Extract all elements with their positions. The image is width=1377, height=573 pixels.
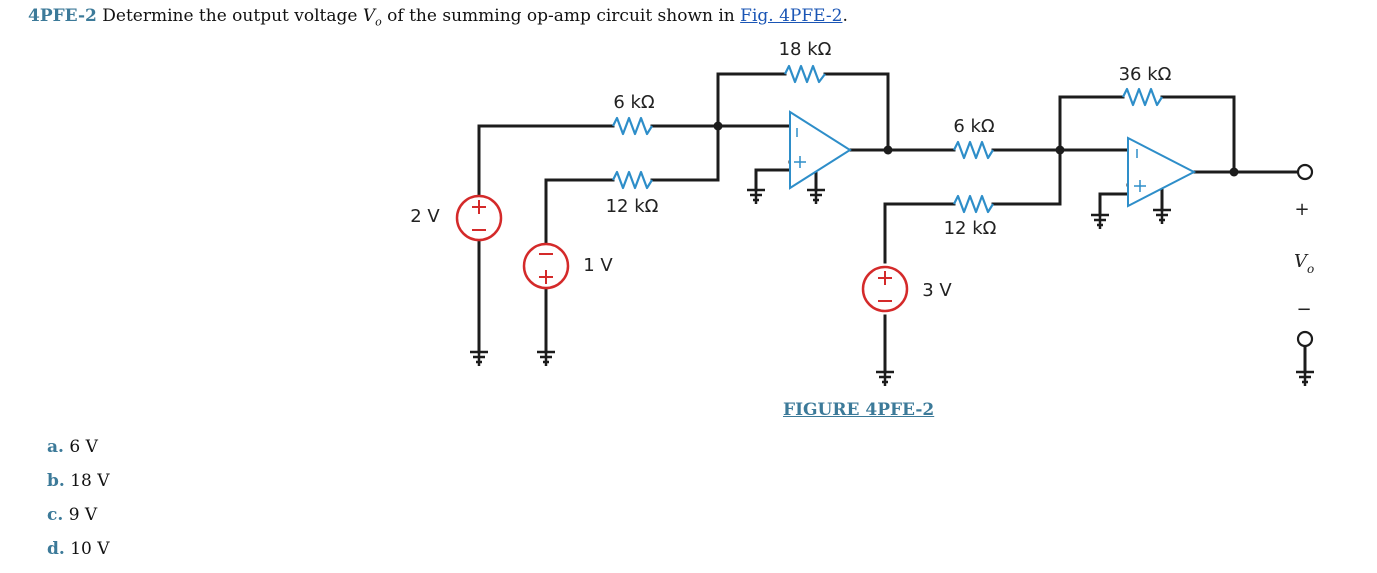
- circuit-diagram: 18 kΩ 36 kΩ 6 kΩ 12 kΩ 6 kΩ 12 kΩ 2 V 1 …: [410, 39, 1314, 386]
- opamp-1: [789, 110, 852, 190]
- label-18k: 18 kΩ: [779, 39, 832, 60]
- opamp-2: [1127, 136, 1197, 208]
- ground-icon-op2-a: [1091, 213, 1109, 229]
- output-variable: Vo: [362, 6, 382, 29]
- source-3v: [861, 265, 909, 313]
- ground-icon-op1-b: [807, 188, 825, 204]
- label-3v: 3 V: [922, 280, 952, 301]
- choice-b[interactable]: b. 18 V: [47, 471, 110, 491]
- ground-icon-1v: [537, 350, 555, 366]
- output-terminal-bottom: [1296, 330, 1314, 348]
- ground-icon-op1-a: [747, 188, 765, 204]
- source-1v: [522, 242, 570, 290]
- choice-a[interactable]: a. 6 V: [47, 437, 98, 457]
- question-body-2: of the summing op-amp circuit shown in: [387, 6, 735, 26]
- answer-choices: a. 6 V b. 18 V c. 9 V d. 10 V: [47, 437, 110, 573]
- label-1v: 1 V: [583, 255, 613, 276]
- label-vo-minus: −: [1296, 299, 1311, 320]
- wire-12kb-right: [991, 95, 1062, 206]
- question-text: 4PFE-2 Determine the output voltage Vo o…: [28, 6, 848, 29]
- label-2v: 2 V: [410, 206, 440, 227]
- resistor-6k-a: [612, 116, 653, 136]
- wire-3v-top: [883, 202, 956, 264]
- ground-icon-3v: [876, 370, 894, 386]
- junction-4: [1229, 167, 1239, 177]
- label-6k-a: 6 kΩ: [613, 92, 655, 113]
- resistor-12k-b: [953, 194, 994, 214]
- wire-2v-top: [477, 124, 615, 198]
- source-2v: [455, 194, 503, 242]
- resistor-6k-b: [953, 140, 994, 160]
- label-36k: 36 kΩ: [1119, 64, 1172, 85]
- junction-1: [713, 121, 723, 131]
- wire-op2-ground-left: [1098, 192, 1130, 217]
- resistor-12k-a: [612, 170, 653, 190]
- figure-link[interactable]: Fig. 4PFE-2: [740, 6, 843, 26]
- label-12k-a: 12 kΩ: [606, 196, 659, 217]
- label-12k-b: 12 kΩ: [944, 218, 997, 239]
- junction-2: [883, 145, 893, 155]
- question-body: Determine the output voltage: [102, 6, 358, 26]
- choice-c[interactable]: c. 9 V: [47, 505, 98, 525]
- label-vo: Vo: [1294, 251, 1314, 276]
- choice-d[interactable]: d. 10 V: [47, 539, 110, 559]
- ground-icon-op2-b: [1153, 208, 1171, 224]
- wire-1v-top: [544, 178, 615, 246]
- wire-op1-ground-left: [754, 168, 792, 192]
- figure-caption[interactable]: FIGURE 4PFE-2: [783, 400, 935, 420]
- ground-icon-output: [1296, 370, 1314, 386]
- question-id: 4PFE-2: [28, 6, 97, 26]
- resistor-18k: [784, 64, 826, 84]
- junction-3: [1055, 145, 1065, 155]
- label-vo-plus: +: [1294, 199, 1309, 220]
- ground-icon-2v: [470, 350, 488, 366]
- wire-fb36-right: [1160, 95, 1236, 174]
- wire-12ka-right: [650, 72, 720, 182]
- resistor-36k: [1122, 87, 1163, 107]
- label-6k-b: 6 kΩ: [953, 116, 995, 137]
- output-terminal-top: [1296, 163, 1314, 181]
- wire-fb18-right: [823, 72, 890, 152]
